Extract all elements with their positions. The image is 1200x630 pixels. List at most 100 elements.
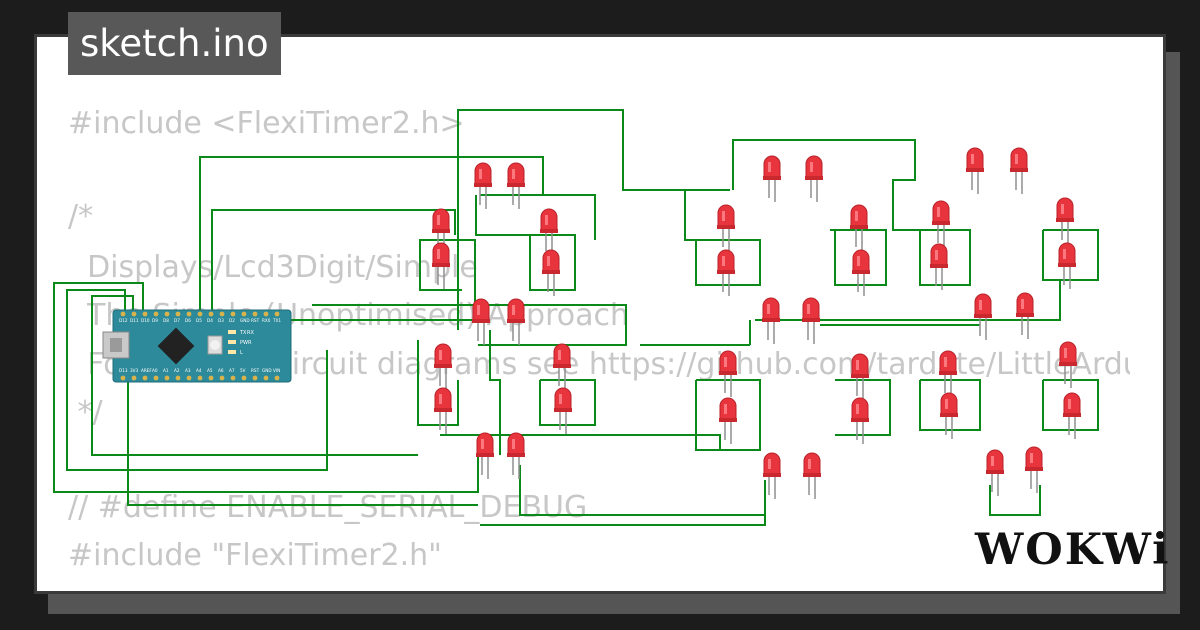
wire[interactable] xyxy=(480,194,596,240)
led-red[interactable] xyxy=(719,350,737,397)
led-red[interactable] xyxy=(1063,392,1081,439)
led-red[interactable] xyxy=(472,298,490,345)
wire[interactable] xyxy=(519,465,765,516)
board-pin[interactable] xyxy=(164,375,170,381)
led-red[interactable] xyxy=(1059,341,1077,388)
board-pin[interactable] xyxy=(263,311,269,317)
wire[interactable] xyxy=(457,109,730,330)
led-red[interactable] xyxy=(554,387,572,434)
board-pin[interactable] xyxy=(186,311,192,317)
led-red[interactable] xyxy=(805,155,823,202)
led-red[interactable] xyxy=(974,293,992,340)
led-red[interactable] xyxy=(851,397,869,444)
wire[interactable] xyxy=(199,156,544,310)
board-pin[interactable] xyxy=(208,311,214,317)
board-pin[interactable] xyxy=(153,311,159,317)
led-red[interactable] xyxy=(434,343,452,390)
wire[interactable] xyxy=(1042,379,1099,431)
led-red[interactable] xyxy=(474,162,492,209)
board-pin[interactable] xyxy=(175,311,181,317)
wire[interactable] xyxy=(830,229,887,286)
led-red[interactable] xyxy=(1025,446,1043,493)
led-red[interactable] xyxy=(763,155,781,202)
led-red[interactable] xyxy=(434,387,452,434)
led-red[interactable] xyxy=(507,432,525,479)
board-pin-label: D5 xyxy=(196,318,202,323)
led-red[interactable] xyxy=(542,249,560,296)
wire[interactable] xyxy=(480,480,766,526)
led-red[interactable] xyxy=(852,249,870,296)
board-pin[interactable] xyxy=(241,311,247,317)
sketch-title[interactable]: sketch.ino xyxy=(68,12,281,75)
wire[interactable] xyxy=(539,379,596,426)
board-pin[interactable] xyxy=(241,375,247,381)
led-red[interactable] xyxy=(986,449,1004,496)
wire[interactable] xyxy=(66,289,328,471)
led-red[interactable] xyxy=(719,397,737,444)
board-pin[interactable] xyxy=(142,311,148,317)
wire[interactable] xyxy=(684,190,761,286)
led-red[interactable] xyxy=(1058,242,1076,289)
wire[interactable] xyxy=(211,209,456,310)
led-red[interactable] xyxy=(932,200,950,247)
board-pin[interactable] xyxy=(197,375,203,381)
wire[interactable] xyxy=(989,485,1041,516)
board-pin[interactable] xyxy=(120,311,126,317)
board-pin[interactable] xyxy=(131,311,137,317)
led-red[interactable] xyxy=(1016,292,1034,339)
led-red[interactable] xyxy=(1056,197,1074,244)
wire[interactable] xyxy=(440,434,721,450)
board-pin[interactable] xyxy=(120,375,126,381)
board-pin[interactable] xyxy=(263,375,269,381)
wire[interactable] xyxy=(312,304,627,346)
wire[interactable] xyxy=(475,195,576,291)
led-red[interactable] xyxy=(1010,147,1028,194)
led-red[interactable] xyxy=(762,297,780,344)
board-pin[interactable] xyxy=(230,375,236,381)
board-pin[interactable] xyxy=(219,375,225,381)
led-red[interactable] xyxy=(540,208,558,255)
wire[interactable] xyxy=(53,282,479,493)
board-pin[interactable] xyxy=(186,375,192,381)
led-red[interactable] xyxy=(507,298,525,345)
board-pin[interactable] xyxy=(197,311,203,317)
board-pin[interactable] xyxy=(252,311,258,317)
led-red[interactable] xyxy=(553,343,571,390)
board-pin[interactable] xyxy=(131,375,137,381)
wire[interactable] xyxy=(489,330,501,455)
wire[interactable] xyxy=(732,139,916,230)
led-red[interactable] xyxy=(803,452,821,499)
led-red[interactable] xyxy=(930,243,948,290)
board-pin[interactable] xyxy=(142,375,148,381)
board-pin[interactable] xyxy=(208,375,214,381)
board-pin[interactable] xyxy=(175,375,181,381)
led-red[interactable] xyxy=(476,432,494,479)
wire[interactable] xyxy=(919,379,981,431)
led-red[interactable] xyxy=(939,350,957,397)
led-red[interactable] xyxy=(717,249,735,296)
wire[interactable] xyxy=(695,379,761,451)
led-red[interactable] xyxy=(850,204,868,251)
board-pin[interactable] xyxy=(274,375,280,381)
led-red[interactable] xyxy=(851,353,869,400)
led-red[interactable] xyxy=(717,204,735,251)
wire[interactable] xyxy=(91,295,418,456)
board-pin[interactable] xyxy=(230,311,236,317)
board-pin[interactable] xyxy=(219,311,225,317)
wire[interactable] xyxy=(1042,229,1099,281)
wire[interactable] xyxy=(417,340,459,426)
board-pin[interactable] xyxy=(164,311,170,317)
board-pin[interactable] xyxy=(274,311,280,317)
led-red[interactable] xyxy=(507,162,525,209)
wire[interactable] xyxy=(127,382,478,506)
led-red[interactable] xyxy=(940,392,958,439)
wire[interactable] xyxy=(755,280,1061,321)
led-red[interactable] xyxy=(966,147,984,194)
led-red[interactable] xyxy=(432,242,450,289)
led-red[interactable] xyxy=(802,297,820,344)
led-red[interactable] xyxy=(763,452,781,499)
board-pin[interactable] xyxy=(153,375,159,381)
wire[interactable] xyxy=(419,239,476,305)
board-pin[interactable] xyxy=(252,375,258,381)
